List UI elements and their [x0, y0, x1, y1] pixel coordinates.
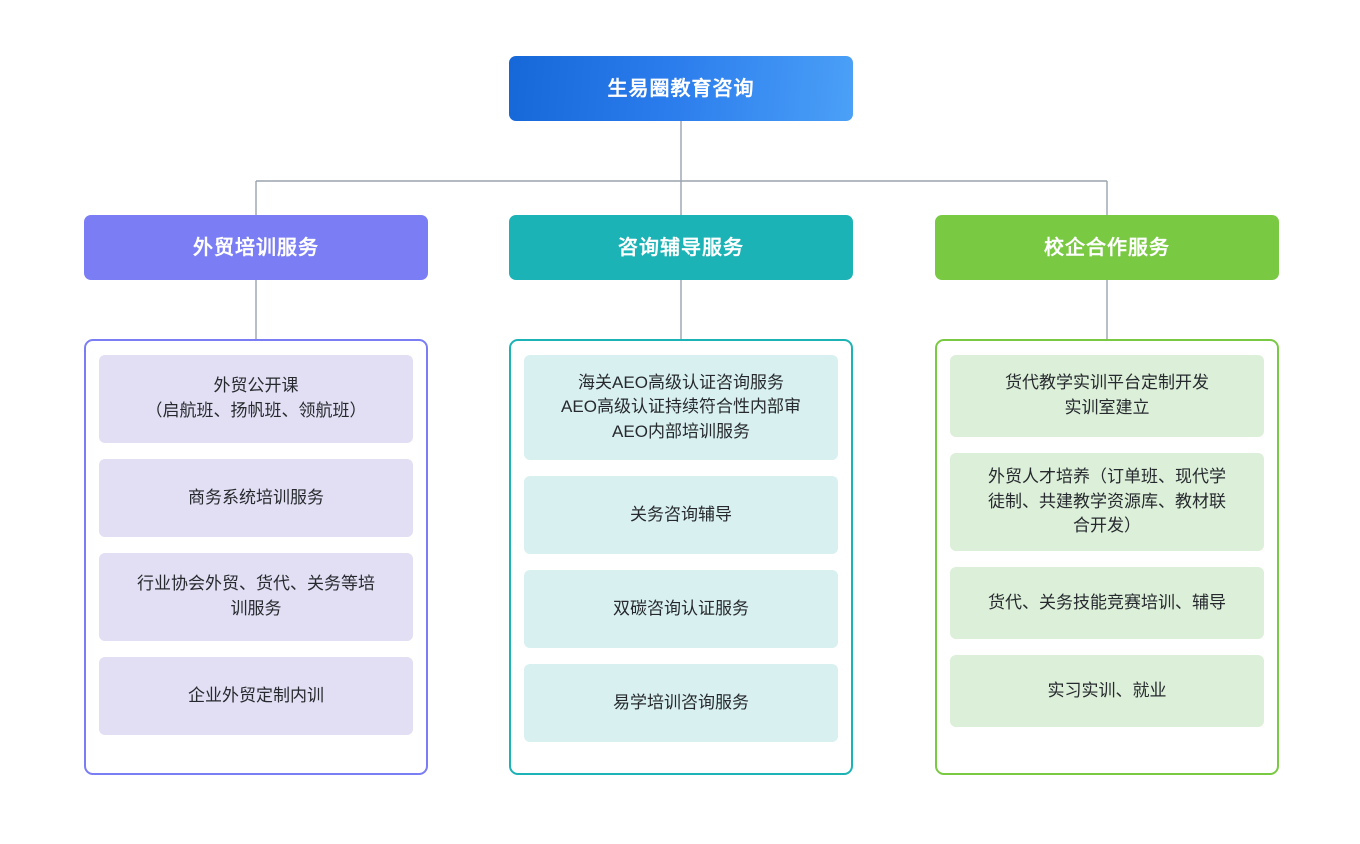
root-node[interactable]: 生易圈教育咨询	[509, 56, 853, 121]
service-item[interactable]: 易学培训咨询服务	[524, 664, 838, 742]
items-container-1: 海关AEO高级认证咨询服务 AEO高级认证持续符合性内部审 AEO内部培训服务 …	[509, 339, 853, 775]
service-item[interactable]: 实习实训、就业	[950, 655, 1264, 727]
service-item[interactable]: 双碳咨询认证服务	[524, 570, 838, 648]
service-item[interactable]: 外贸人才培养（订单班、现代学 徒制、共建教学资源库、教材联 合开发）	[950, 453, 1264, 551]
category-header-0[interactable]: 外贸培训服务	[84, 215, 428, 280]
category-header-label-0: 外贸培训服务	[193, 236, 319, 259]
root-node-label: 生易圈教育咨询	[607, 77, 755, 100]
service-item[interactable]: 商务系统培训服务	[99, 459, 413, 537]
items-container-2: 货代教学实训平台定制开发 实训室建立 外贸人才培养（订单班、现代学 徒制、共建教…	[935, 339, 1279, 775]
category-header-label-2: 校企合作服务	[1044, 236, 1170, 259]
service-item[interactable]: 企业外贸定制内训	[99, 657, 413, 735]
category-header-label-1: 咨询辅导服务	[618, 236, 744, 259]
category-header-2[interactable]: 校企合作服务	[935, 215, 1279, 280]
service-item[interactable]: 关务咨询辅导	[524, 476, 838, 554]
service-item[interactable]: 行业协会外贸、货代、关务等培 训服务	[99, 553, 413, 641]
service-item[interactable]: 外贸公开课 （启航班、扬帆班、领航班）	[99, 355, 413, 443]
service-item[interactable]: 海关AEO高级认证咨询服务 AEO高级认证持续符合性内部审 AEO内部培训服务	[524, 355, 838, 460]
service-item[interactable]: 货代、关务技能竞赛培训、辅导	[950, 567, 1264, 639]
category-header-1[interactable]: 咨询辅导服务	[509, 215, 853, 280]
service-item[interactable]: 货代教学实训平台定制开发 实训室建立	[950, 355, 1264, 437]
items-container-0: 外贸公开课 （启航班、扬帆班、领航班） 商务系统培训服务 行业协会外贸、货代、关…	[84, 339, 428, 775]
